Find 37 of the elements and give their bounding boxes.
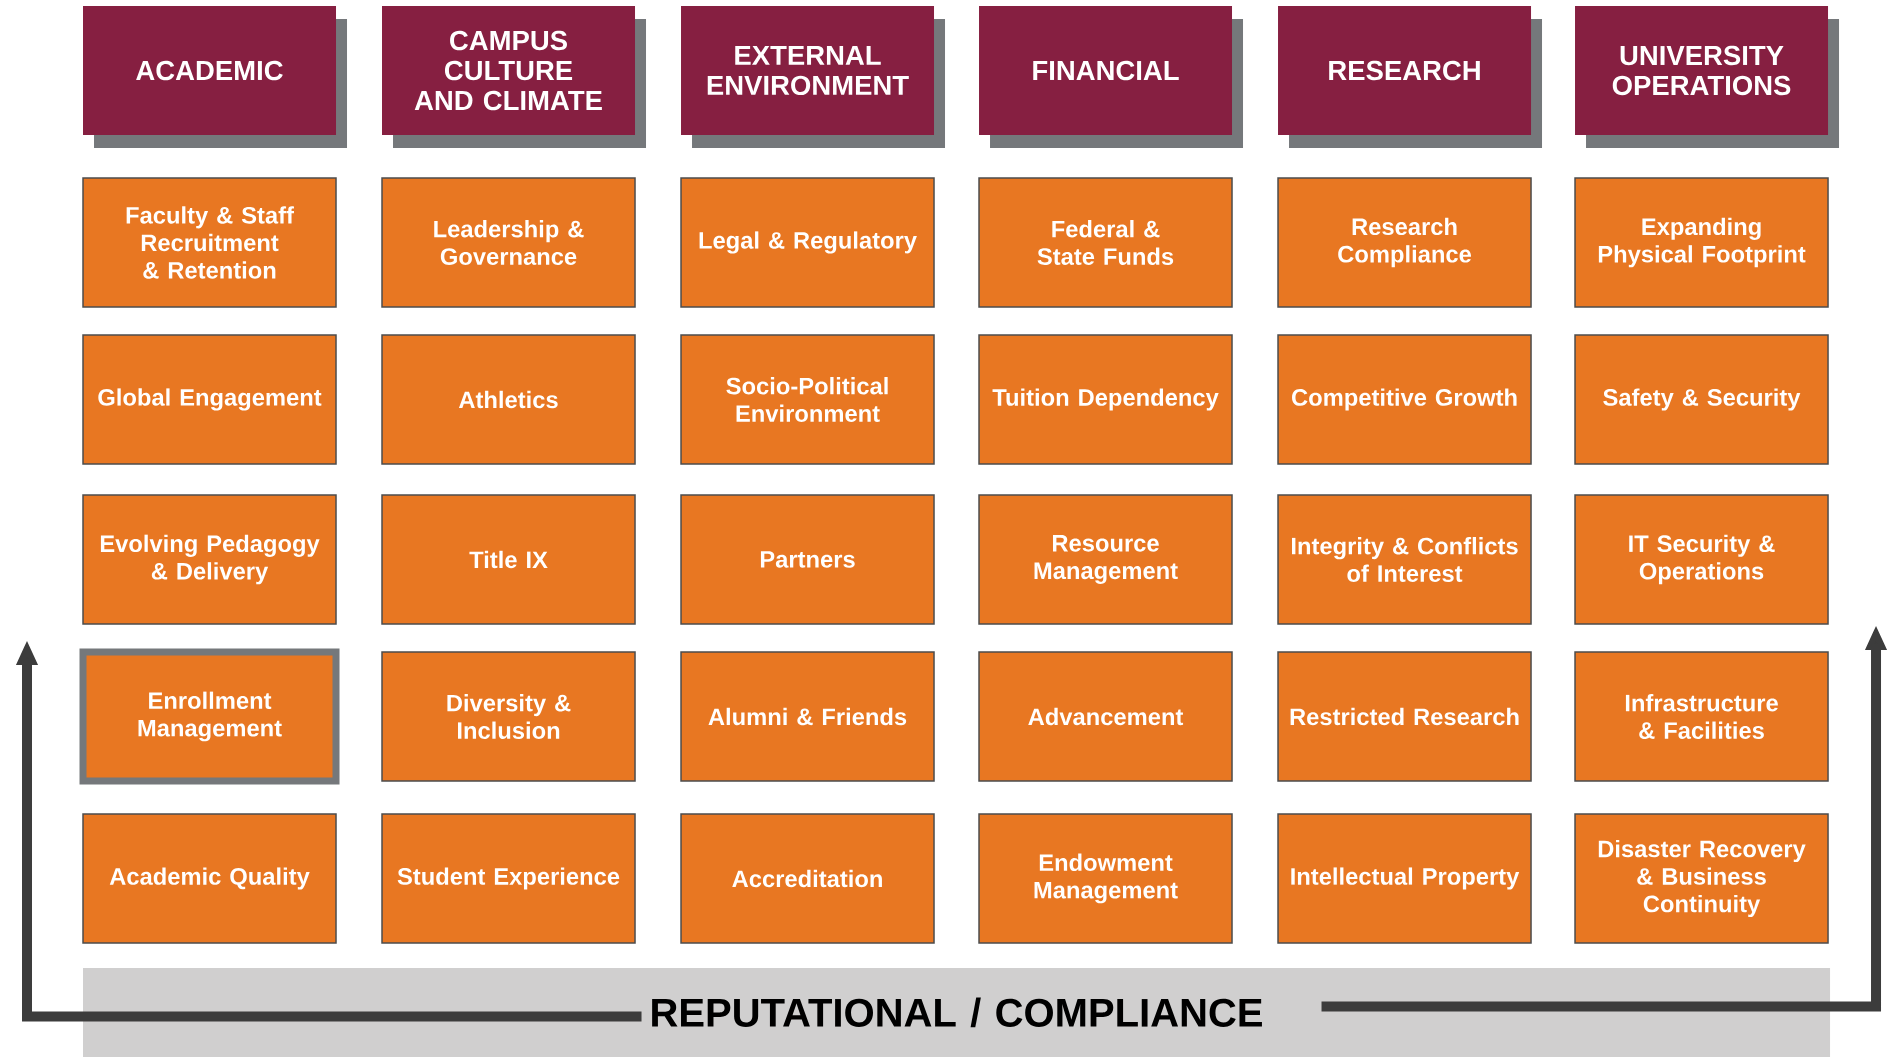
risk-box: Partners — [680, 494, 935, 625]
risk-box: Enrollment Management — [79, 648, 340, 785]
risk-box: Faculty & Staff Recruitment & Retention — [82, 177, 337, 308]
risk-box: Expanding Physical Footprint — [1574, 177, 1829, 308]
risk-box: Competitive Growth — [1277, 334, 1532, 465]
risk-box: Federal & State Funds — [978, 177, 1233, 308]
risk-box: Student Experience — [381, 813, 636, 944]
risk-box: Diversity & Inclusion — [381, 651, 636, 782]
risk-box: Integrity & Conflicts of Interest — [1277, 494, 1532, 625]
risk-box: Endowment Management — [978, 813, 1233, 944]
risk-box: Safety & Security — [1574, 334, 1829, 465]
risk-box: Global Engagement — [82, 334, 337, 465]
category-header: FINANCIAL — [979, 6, 1232, 135]
risk-box: Resource Management — [978, 494, 1233, 625]
category-header: RESEARCH — [1278, 6, 1532, 135]
risk-box: Evolving Pedagogy & Delivery — [82, 494, 337, 625]
risk-box: Leadership & Governance — [381, 177, 636, 308]
reputational-band: REPUTATIONAL / COMPLIANCE — [83, 968, 1831, 1057]
category-header: ACADEMIC — [83, 6, 336, 135]
risk-box: Restricted Research — [1277, 651, 1532, 782]
risk-box: Alumni & Friends — [680, 651, 935, 782]
risk-box: Accreditation — [680, 813, 935, 944]
risk-box: Socio-Political Environment — [680, 334, 935, 465]
risk-box: Advancement — [978, 651, 1233, 782]
risk-box: Title IX — [381, 494, 636, 625]
risk-box: IT Security & Operations — [1574, 494, 1829, 625]
category-header: UNIVERSITY OPERATIONS — [1575, 6, 1829, 135]
risk-box: Tuition Dependency — [978, 334, 1233, 465]
risk-box: Academic Quality — [82, 813, 337, 944]
category-header: EXTERNAL ENVIRONMENT — [681, 6, 934, 135]
risk-box: Research Compliance — [1277, 177, 1532, 308]
risk-box: Legal & Regulatory — [680, 177, 935, 308]
risk-box: Disaster Recovery & Business Continuity — [1574, 813, 1829, 944]
risk-box: Infrastructure & Facilities — [1574, 651, 1829, 782]
risk-box: Intellectual Property — [1277, 813, 1532, 944]
category-header: CAMPUS CULTURE AND CLIMATE — [382, 6, 635, 135]
risk-box: Athletics — [381, 334, 636, 465]
